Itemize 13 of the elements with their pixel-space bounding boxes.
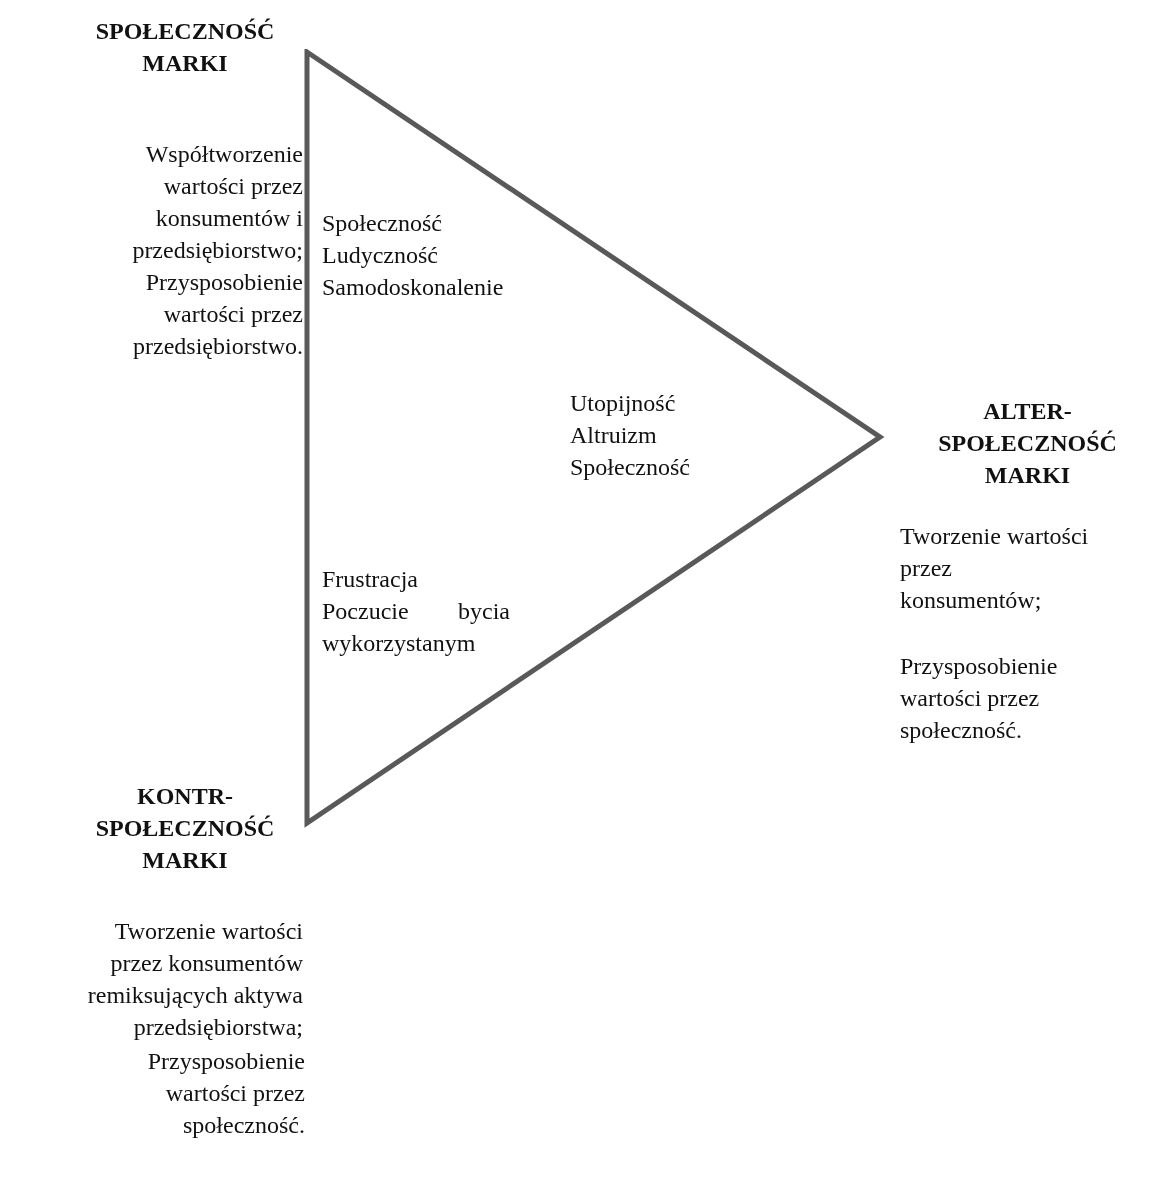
term-list: Społeczność Ludyczność Samodoskonalenie [322, 207, 542, 303]
description-text: Przysposobienie wartości przez społeczność. [146, 1047, 305, 1140]
description-text: Tworzenie wartości przez konsumentów; [900, 522, 1090, 615]
description-text: Współtworzenie wartości przez konsumentów i przedsiębiorstwo; [131, 140, 303, 265]
triangle-shape [304, 49, 886, 829]
corner-heading: ALTER-SPOŁECZNOŚĆ MARKI [937, 397, 1118, 490]
corner-heading: KONTR-SPOŁECZNOŚĆ MARKI [94, 782, 276, 875]
description-text: Przysposobienie wartości przez przedsiębiorstwo. [132, 268, 303, 361]
corner-heading: SPOŁECZNOŚĆ MARKI [94, 17, 276, 78]
term-list: Frustracja Poczucie bycia wykorzystanym [322, 563, 510, 659]
description-text: Przysposobienie wartości przez społeczność. [900, 652, 1059, 745]
description-text: Tworzenie wartości przez konsumentów remiksujących aktywa przedsiębiorstwa; [86, 917, 303, 1042]
term-list: Utopijność Altruizm Społeczność [570, 387, 760, 483]
